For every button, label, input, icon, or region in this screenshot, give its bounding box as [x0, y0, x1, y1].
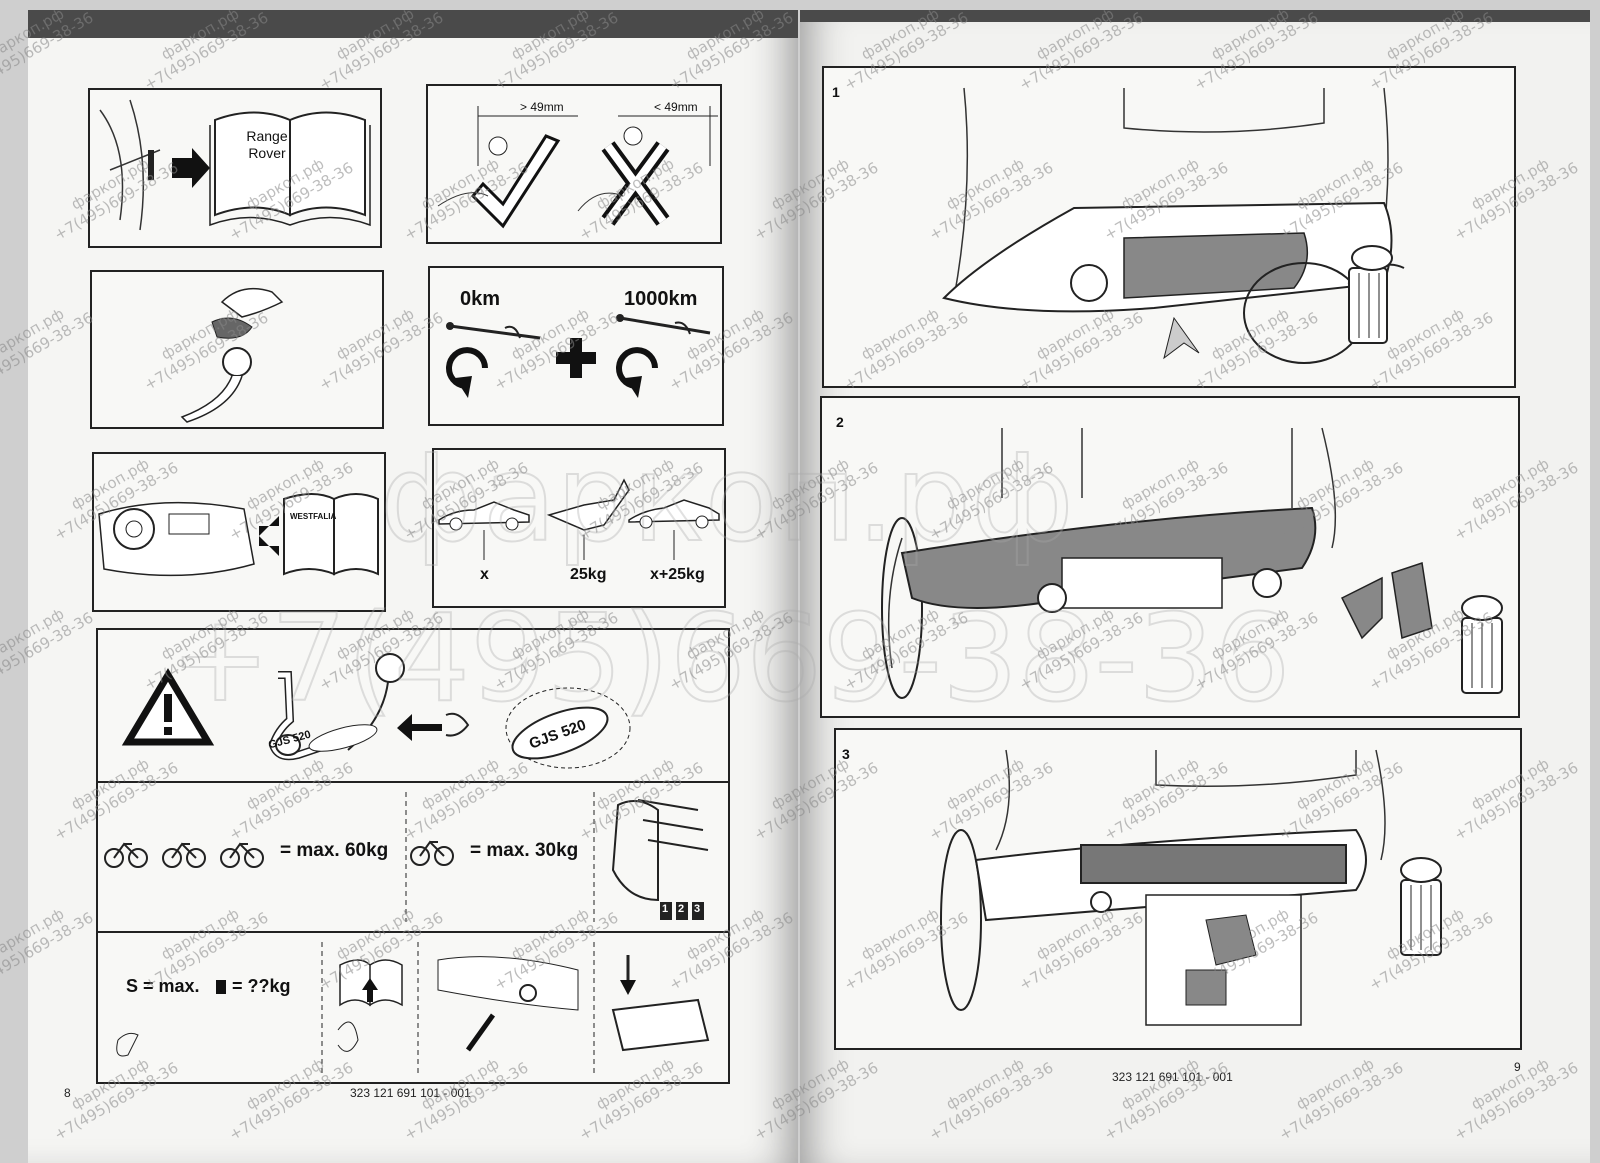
load-car-label: x [480, 566, 489, 583]
dashboard-illustration [98, 493, 379, 577]
load-hitch-label: 25kg [570, 566, 607, 583]
right-doc-number: 323 121 691 101 - 001 [1112, 1070, 1233, 1084]
step-1-panel: 1 [822, 66, 1516, 388]
panel-ball-clearance: > 49mm < 49mm [426, 84, 722, 244]
clearance-illustration [437, 106, 718, 229]
clean-ball-illustration [180, 287, 284, 423]
step-3-number: 3 [842, 746, 850, 762]
panel-clean-ball [90, 270, 384, 429]
step-3-illustration [940, 749, 1442, 1026]
manual-book-illustration [99, 99, 371, 231]
clearance-ok-label: > 49mm [520, 100, 564, 114]
torque-illustration [446, 314, 711, 398]
support-load-prefix: S = max. [126, 976, 200, 996]
bike-three-limit: = max. 60kg [280, 840, 389, 861]
bike-one-limit: = max. 30kg [470, 840, 579, 861]
warnings-illustration [98, 653, 728, 1076]
step-3-panel: 3 [834, 728, 1522, 1050]
weight-label-2: 2 [678, 903, 685, 915]
clearance-bad-label: < 49mm [654, 100, 698, 114]
weight-label-3: 3 [694, 903, 701, 915]
panel-torque-check: 0km 1000km [428, 266, 724, 426]
panel-dashboard-manual: WESTFALIA [92, 452, 386, 612]
book-brand-label: WESTFALIA [290, 512, 337, 521]
step-2-panel: 2 [820, 396, 1520, 718]
weight-label-1: 1 [662, 903, 669, 915]
load-total-label: x+25kg [650, 566, 705, 583]
step-2-illustration [881, 427, 1503, 699]
support-load-value: = ??kg [232, 976, 291, 996]
panel-read-manual: Range Rover [88, 88, 382, 248]
panel-warnings: GJS 520 GJS 520 = max. 60kg = max. 30kg … [96, 628, 730, 1084]
step-1-number: 1 [832, 84, 840, 100]
torque-start-label: 0km [460, 288, 501, 310]
right-page-number: 9 [1514, 1060, 1521, 1074]
step-1-illustration [942, 87, 1405, 364]
left-page-number: 8 [64, 1086, 71, 1100]
left-doc-number: 323 121 691 101 - 001 [350, 1086, 471, 1100]
torque-after-label: 1000km [624, 288, 698, 310]
panel-load-distribution: x 25kg x+25kg [432, 448, 726, 608]
load-illustration [438, 478, 720, 560]
step-2-number: 2 [836, 414, 844, 430]
manual-label: Range Rover [246, 128, 288, 161]
